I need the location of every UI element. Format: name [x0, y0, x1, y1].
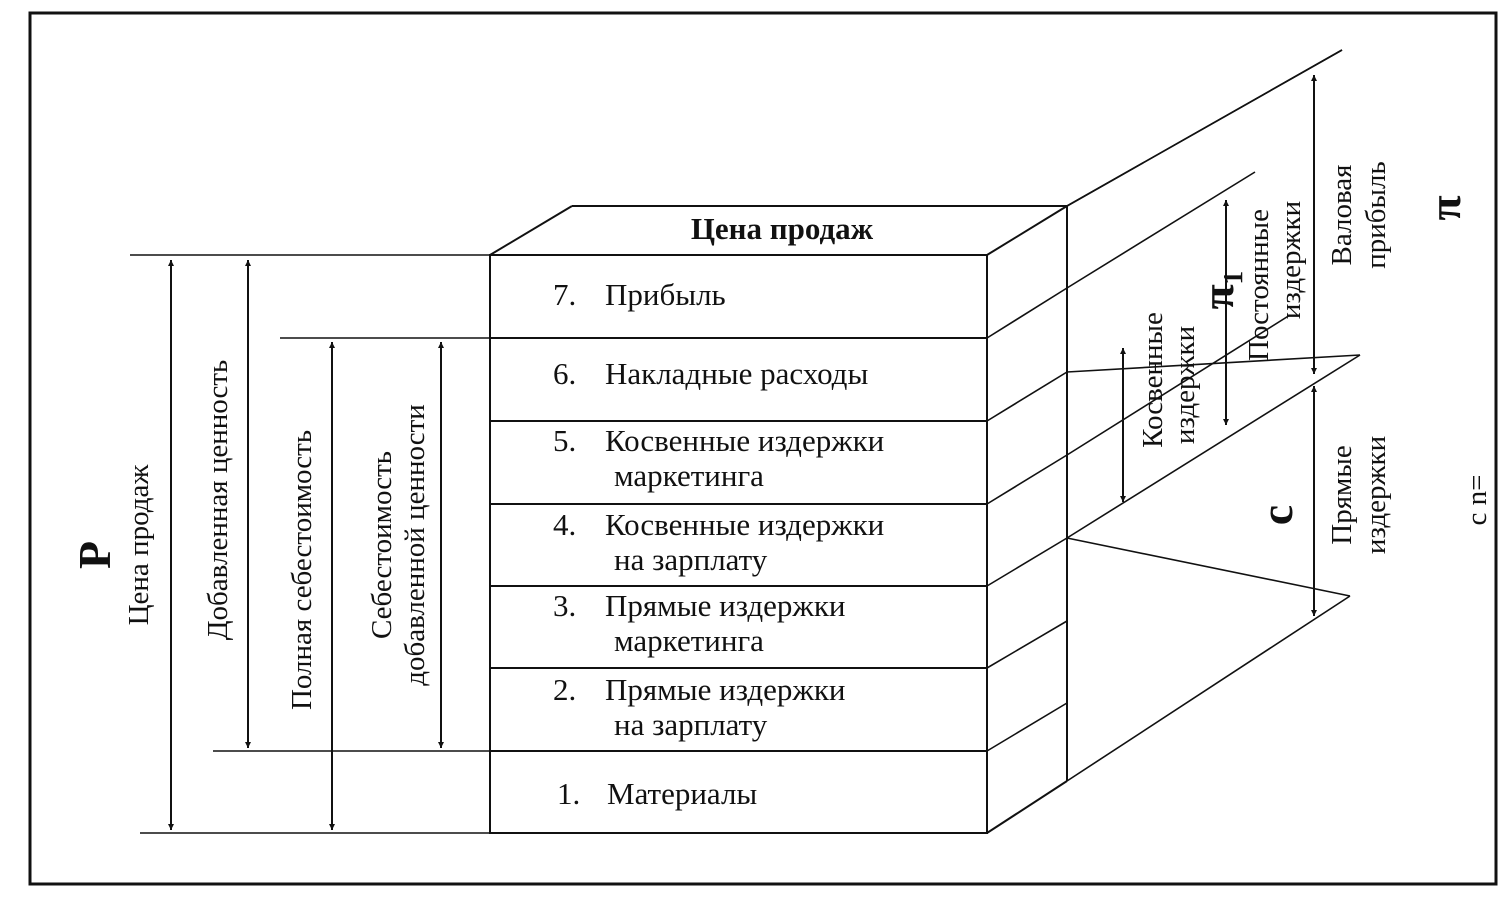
left-extension-lines	[130, 254, 490, 834]
indirect-costs-label-1: Косвенные	[1137, 312, 1169, 448]
row-3-label-2: маркетинга	[614, 623, 764, 658]
row-5-label: Косвенные издержки	[605, 423, 884, 458]
fixed-costs-label-1: Постоянные	[1243, 209, 1275, 361]
handwritten-extra: с n=	[1461, 475, 1493, 526]
value-added-label: Добавленная ценность	[202, 360, 234, 640]
direct-costs-label-1: Прямые	[1326, 445, 1358, 545]
row-7-label: Прибыль	[605, 277, 726, 312]
value-added-cost-label-1: Себестоимость	[366, 451, 398, 639]
full-cost-label: Полная себестоимость	[286, 430, 318, 710]
handwritten-c: с	[1251, 505, 1302, 525]
left-dimension-arrows	[168, 260, 444, 830]
box-front	[489, 254, 988, 834]
box-header: Цена продаж	[691, 211, 874, 246]
row-3-label: Прямые издержки	[605, 588, 845, 623]
row-2-label: Прямые издержки	[605, 672, 845, 707]
sales-price-label: Цена продаж	[123, 464, 155, 626]
value-added-cost-label-2: добавленной ценности	[399, 404, 431, 686]
direct-costs-label-2: издержки	[1360, 436, 1392, 554]
row-2-label-2: на зарплату	[614, 707, 768, 742]
row-4-label: Косвенные издержки	[605, 507, 884, 542]
row-5-label-2: маркетинга	[614, 458, 764, 493]
handwritten-pi1: π₁	[1192, 271, 1243, 310]
row-1-label: Материалы	[607, 776, 757, 811]
row-2-number: 2.	[553, 672, 576, 707]
row-6-label: Накладные расходы	[605, 356, 868, 391]
indirect-costs-label-2: издержки	[1169, 326, 1201, 444]
gross-profit-label-2: прибыль	[1360, 161, 1392, 268]
row-6-number: 6.	[553, 356, 576, 391]
right-dimension-arrows	[1120, 75, 1317, 616]
row-4-number: 4.	[553, 507, 576, 542]
box-top	[489, 205, 1068, 256]
handwritten-pi: π	[1419, 195, 1470, 220]
handwritten-p: Р	[69, 541, 120, 569]
row-4-label-2: на зарплату	[614, 542, 768, 577]
row-7-number: 7.	[553, 277, 576, 312]
row-3-number: 3.	[553, 588, 576, 623]
cost-rows: 7. Прибыль 6. Накладные расходы 5. Косве…	[553, 277, 884, 811]
fixed-costs-label-2: издержки	[1275, 201, 1307, 319]
row-5-number: 5.	[553, 423, 576, 458]
row-1-number: 1.	[557, 776, 580, 811]
gross-profit-label-1: Валовая	[1326, 165, 1358, 266]
outer-frame	[28, 11, 1498, 886]
box-side	[986, 206, 1068, 834]
projection-lines	[1066, 49, 1361, 782]
